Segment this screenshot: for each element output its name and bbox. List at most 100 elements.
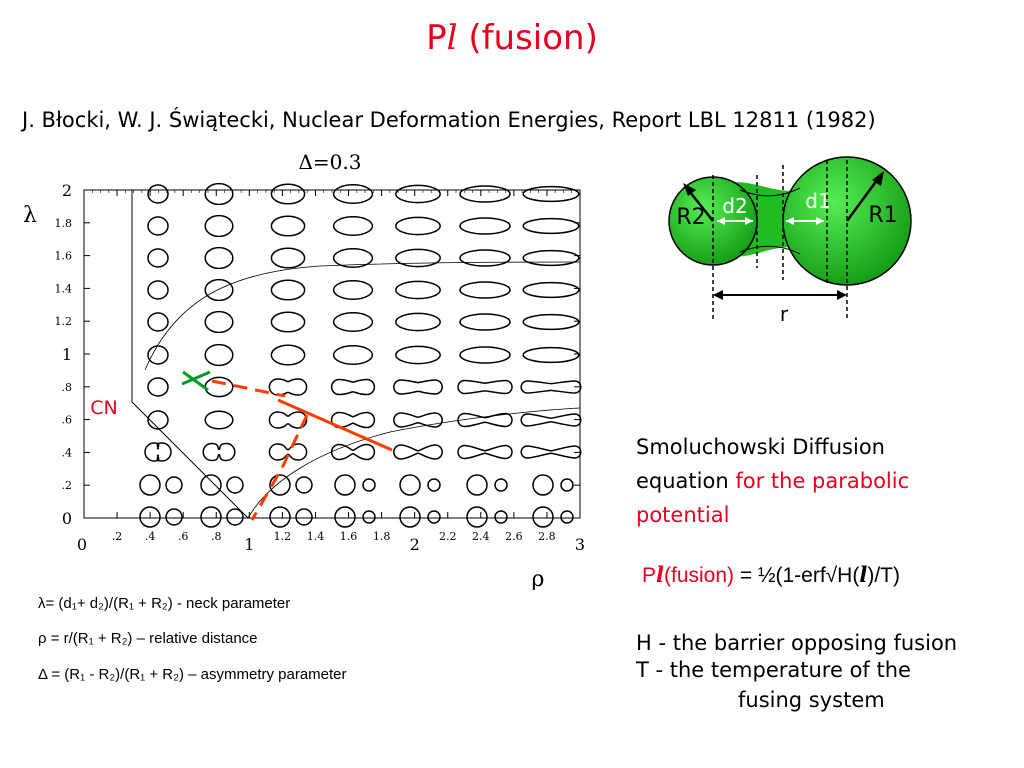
x-tick-label: 2.4 [472,530,490,543]
shape-outline [204,278,234,302]
shape-outline [268,443,308,461]
shape-outline [334,474,376,496]
x-tick-label: 1.6 [340,530,358,543]
shape-outline [144,442,172,462]
shape-outline [395,248,441,268]
shape-outline [204,310,234,334]
x-tick-label: 2.2 [439,530,457,543]
shape-outline [399,506,441,528]
shape-outline [399,474,441,496]
legend-rho-def: ρ = r/(R₁ + R₂) – [38,630,145,647]
shape-outline [332,280,374,300]
shape-outline [459,281,511,299]
legend-rho-desc: relative distance [149,630,258,647]
shape-outline [147,377,169,397]
y-tick-labels: 21.81.61.41.21.8.6.4.20 [55,181,73,528]
y-tick-label: 1.8 [55,217,73,230]
shape-outline [395,216,441,236]
shape-outline [532,474,574,496]
legend-lambda-def: λ= (d₁+ d₂)/(R₁ + R₂) [38,595,173,612]
shape-outline [147,248,169,268]
shape-outline [457,444,513,460]
x-tick-label: 1.8 [373,530,391,543]
formula: Pl(fusion) = ½(1-erf√H(l)/T) [642,562,900,588]
title-text: (fusion) [468,18,598,58]
h-definition: H - the barrier opposing fusion [636,631,958,655]
shape-outline [147,216,169,236]
shape-outline [269,506,313,528]
r-label: r [780,302,789,326]
shape-outline [270,344,306,366]
smol-line2b: for the parabolic [735,469,910,493]
formula-rhs: = ½(1-erf√H( [739,564,860,587]
title-l: l [446,18,458,58]
cn-label: CN [90,397,117,419]
shape-outline [520,445,582,459]
x-tick-label: 2.8 [538,530,556,543]
shape-outline [332,248,374,268]
shape-outline [270,311,306,333]
d1-label: d1 [805,189,830,213]
shape-outline [393,444,443,460]
smol-line1: Smoluchowski Diffusion [636,435,885,459]
slide-title: Pl (fusion) [0,18,1024,58]
shape-outline [332,184,374,204]
shape-outline [457,412,513,428]
y-tick-label: 2 [62,181,72,200]
shape-outline [522,185,580,203]
y-tick-label: 1 [62,345,72,364]
nucleus-diagram: d2 d1 R2 R1 r [668,156,912,326]
dashed-path-lower [250,414,309,521]
y-tick-label: .4 [62,446,73,459]
shape-outline [522,217,580,235]
tick-marks [83,189,581,519]
shape-outline [147,345,169,365]
shape-outline [522,281,580,299]
x-tick-label: 1 [244,535,254,554]
shape-outline [332,216,374,236]
y-tick-label: 1.4 [55,282,73,295]
shape-outline [204,376,234,398]
shape-outline [466,506,508,528]
shape-outline [270,215,306,237]
x-tick-label: .2 [112,530,123,543]
legend-delta-desc: asymmetry parameter [200,666,347,683]
citation: J. Błocki, W. J. Świątecki, Nuclear Defo… [22,108,876,132]
shape-outline [459,313,511,331]
y-tick-label: .2 [62,479,73,492]
shape-outline [466,474,508,496]
y-tick-label: 0 [62,509,72,528]
shape-outline [139,474,183,496]
formula-l: l [656,562,664,587]
shape-outline [269,474,313,496]
green-x-marker [181,370,211,392]
title-p: P [426,18,447,58]
formula-end: )/T) [867,564,900,587]
shape-outline [139,506,183,528]
shape-outline [268,378,308,396]
shape-outline [395,312,441,332]
x-tick-label: 1.2 [274,530,292,543]
r1-label: R1 [868,203,897,228]
shape-outline [393,412,443,428]
t-definition-cont: fusing system [738,688,885,712]
shape-outline [332,345,374,365]
shape-outline [204,410,234,430]
legend-lambda: λ= (d₁+ d₂)/(R₁ + R₂) - neck parameter [38,595,290,612]
shapes-grid [139,182,582,528]
upper-curve [144,261,581,371]
shape-outline [204,182,234,206]
legend-lambda-desc: - neck parameter [176,595,291,612]
y-tick-label: 1.2 [55,315,73,328]
x-tick-label: .6 [178,530,189,543]
shape-outline [202,442,236,462]
shape-outline [522,313,580,331]
shape-outline [522,346,580,364]
shape-outline [395,345,441,365]
shape-outline [520,380,582,394]
legend-delta: Δ = (R₁ - R₂)/(R₁ + R₂) – asymmetry para… [38,666,347,683]
shape-outline [459,249,511,267]
y-tick-label: 1.6 [55,250,73,263]
shape-outline [147,184,169,204]
